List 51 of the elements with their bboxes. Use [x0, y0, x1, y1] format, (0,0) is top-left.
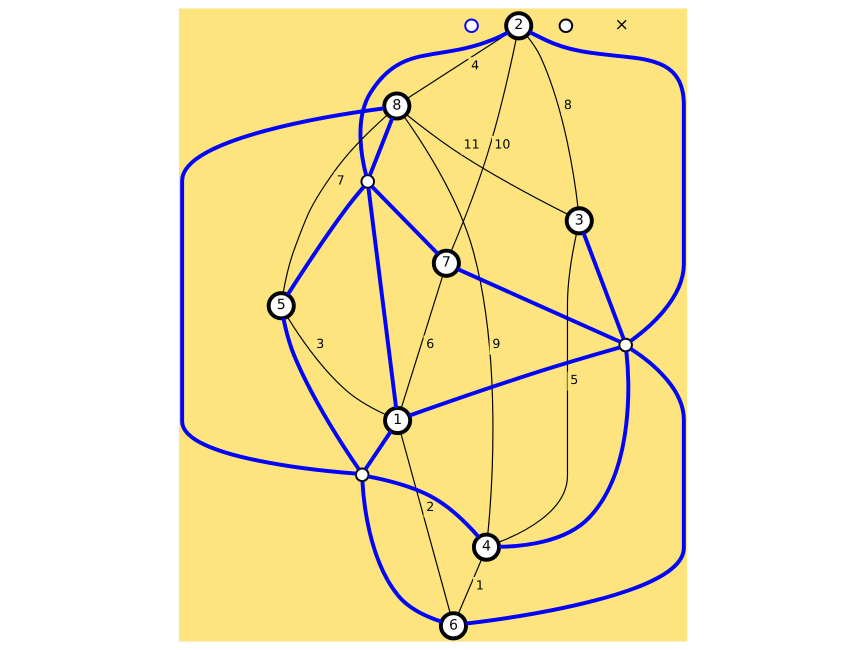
- node-circle: 7: [432, 248, 461, 278]
- connector: [358, 30, 509, 176]
- node-circle: [464, 18, 479, 34]
- connector: [498, 232, 578, 543]
- edge-label: 1: [476, 577, 484, 592]
- node-circle: [618, 338, 633, 352]
- edge-label: 11: [464, 136, 480, 152]
- edge-label: 3: [316, 336, 324, 352]
- connector: [281, 318, 360, 470]
- connector: [528, 30, 686, 343]
- connector: [366, 188, 398, 408]
- connector: [370, 184, 440, 256]
- connector: [368, 117, 394, 176]
- connector: [408, 346, 620, 418]
- node-circle: 3: [564, 206, 594, 236]
- edge-label: 8: [564, 96, 572, 112]
- connector: [582, 232, 626, 340]
- node-circle: 1: [383, 406, 412, 436]
- node-circle: 6: [438, 611, 468, 640]
- edge-label: 2: [426, 498, 434, 514]
- connector: [282, 114, 388, 294]
- connector: [499, 351, 630, 549]
- connector: [360, 481, 442, 624]
- connector: [456, 267, 621, 344]
- connector: [458, 558, 482, 614]
- connector: [286, 185, 366, 296]
- edge-label: 7: [336, 172, 345, 188]
- node-circle: 8: [382, 91, 412, 121]
- connector: [364, 430, 393, 470]
- connector: [450, 38, 517, 252]
- connector: [400, 275, 444, 408]
- connector: [466, 347, 686, 626]
- connector: [180, 106, 385, 476]
- node-circle: [558, 18, 574, 34]
- edge-label: 10: [494, 136, 510, 152]
- connector: [404, 116, 494, 535]
- connector: [368, 474, 480, 538]
- node-circle: [354, 468, 370, 482]
- connector: [406, 114, 569, 216]
- node-circle: [360, 174, 375, 189]
- connector: [400, 432, 451, 614]
- node-circle: 5: [266, 291, 296, 320]
- node-circle: 4: [472, 532, 502, 562]
- connector: [286, 316, 386, 416]
- connector: [526, 35, 579, 208]
- node-circle: 2: [504, 11, 534, 40]
- label: ×: [614, 15, 629, 36]
- edge-label: 6: [426, 336, 434, 352]
- edge-label: 4: [471, 58, 480, 73]
- edge-label: 5: [570, 372, 578, 388]
- edge-label: 9: [492, 336, 500, 352]
